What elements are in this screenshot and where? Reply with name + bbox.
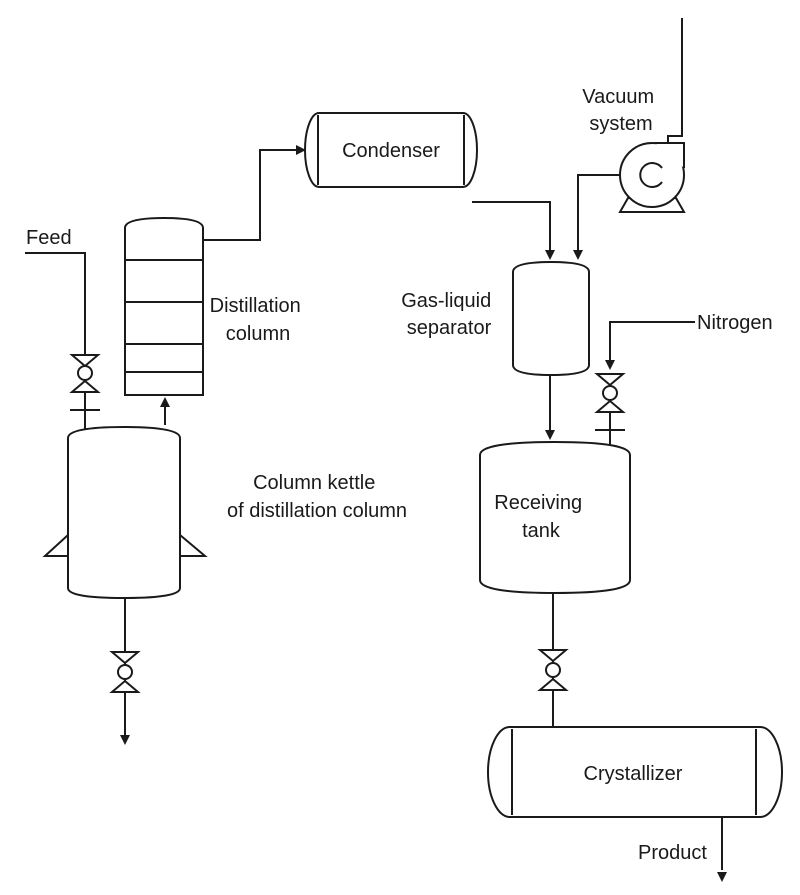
column-kettle: [42, 425, 208, 600]
kettle-outlet-arrow: [120, 735, 130, 745]
crystallizer: [487, 726, 783, 818]
nitrogen-valve: [594, 373, 626, 413]
nitrogen-label: Nitrogen: [697, 312, 773, 334]
feed-line: [25, 252, 86, 430]
feed-label: Feed: [26, 227, 72, 249]
kettle-to-column-arrow: [160, 397, 170, 407]
condenser-inlet-arrow: [296, 145, 306, 155]
receiving-tank-label: Receiving tank: [494, 492, 587, 542]
gas-liquid-separator: [512, 260, 590, 377]
tank-inlet-arrow: [545, 430, 555, 440]
column-to-condenser-line: [203, 149, 298, 241]
pump-impeller-icon: [639, 162, 663, 188]
condenser-label: Condenser: [342, 140, 440, 162]
condenser: [304, 112, 478, 188]
distillation-column: [124, 216, 204, 396]
separator-inlet-arrow-2: [573, 250, 583, 260]
vacuum-to-separator-line: [577, 174, 620, 252]
distillation-column-label: Distillation column: [210, 295, 307, 345]
nitrogen-arrow: [605, 360, 615, 370]
product-arrow: [717, 872, 727, 882]
nitrogen-line: [609, 321, 695, 362]
vacuum-exhaust-line: [667, 18, 683, 150]
column-kettle-label: Column kettle of distillation column: [227, 472, 407, 522]
separator-inlet-arrow-1: [545, 250, 555, 260]
vacuum-pump: [618, 142, 686, 213]
feed-valve: [69, 354, 101, 393]
vacuum-system-label: Vacuum system: [582, 86, 659, 135]
kettle-outlet-valve: [109, 651, 141, 693]
product-label: Product: [638, 842, 707, 864]
gas-liquid-separator-label: Gas-liquid separator: [401, 290, 497, 339]
crystallizer-label: Crystallizer: [584, 763, 683, 785]
tank-outlet-valve: [537, 649, 569, 691]
condenser-to-separator-line: [472, 201, 551, 252]
receiving-tank: [479, 440, 631, 595]
